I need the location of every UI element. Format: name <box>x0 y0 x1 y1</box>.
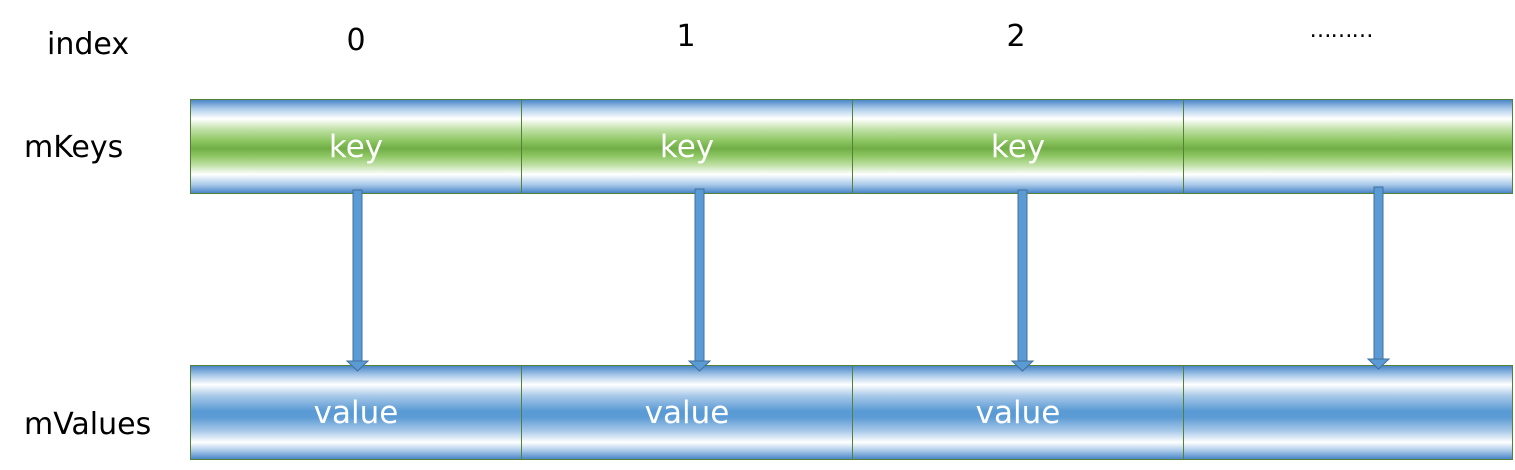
arrow-3 <box>1366 186 1391 370</box>
key-cell-1: key <box>521 99 852 194</box>
index-label-1: 1 <box>676 19 696 54</box>
arrow-0 <box>345 189 370 372</box>
keys-array: key key key <box>190 99 1513 194</box>
arrow-1 <box>687 188 712 372</box>
key-cell-0: key <box>190 99 521 194</box>
values-array: value value value <box>190 365 1513 460</box>
key-cell-3 <box>1183 99 1513 194</box>
value-cell-1: value <box>521 365 852 460</box>
value-cell-3 <box>1183 365 1513 460</box>
arrow-2 <box>1010 189 1035 372</box>
index-label-2: 2 <box>1006 19 1026 54</box>
value-cell-0: value <box>190 365 521 460</box>
index-label-0: 0 <box>346 23 366 58</box>
value-cell-2: value <box>852 365 1183 460</box>
key-cell-2: key <box>852 99 1183 194</box>
keys-row-label: mKeys <box>24 130 124 165</box>
index-label-ellipsis: ……… <box>1309 18 1374 43</box>
values-row-label: mValues <box>24 407 152 442</box>
index-row-label: index <box>47 27 130 62</box>
